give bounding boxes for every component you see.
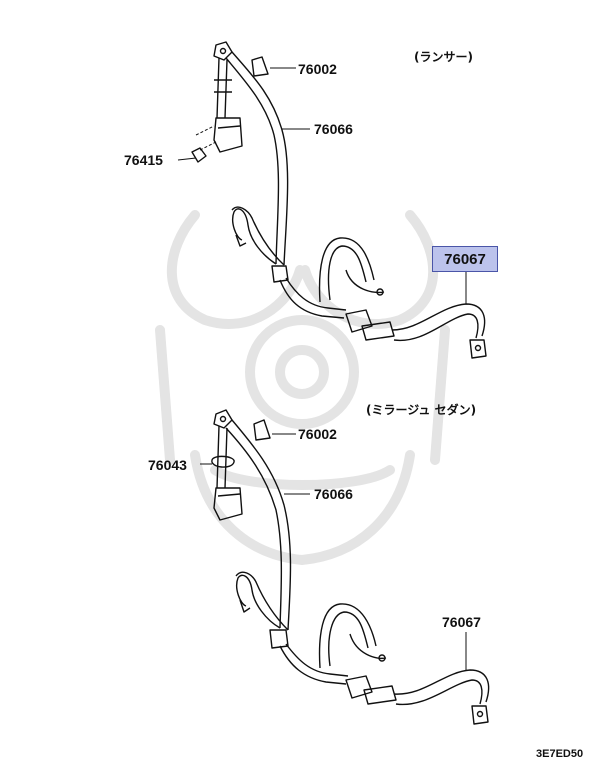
section-title-top: (ランサー) bbox=[414, 50, 473, 64]
part-label-76066-top[interactable]: 76066 bbox=[314, 121, 353, 137]
top-buckle bbox=[345, 309, 373, 333]
bottom-anchor bbox=[213, 409, 233, 429]
top-assembly bbox=[191, 41, 487, 359]
section-title-bottom: (ミラージュ セダン) bbox=[366, 403, 477, 417]
top-buckle-tongue bbox=[271, 265, 289, 283]
part-label-76002-bottom[interactable]: 76002 bbox=[298, 426, 337, 442]
part-label-76067-top-highlighted[interactable]: 76067 bbox=[432, 246, 498, 272]
part-label-76002-top[interactable]: 76002 bbox=[298, 61, 337, 77]
part-label-76067-bottom[interactable]: 76067 bbox=[442, 614, 481, 630]
bottom-retractor bbox=[213, 487, 243, 521]
bottom-cover-76002 bbox=[253, 419, 271, 441]
part-label-76043-bottom[interactable]: 76043 bbox=[148, 457, 187, 473]
bottom-guide-76043 bbox=[211, 455, 235, 468]
top-retractor bbox=[213, 117, 243, 153]
top-bolt-76415 bbox=[191, 147, 207, 163]
part-label-76067-top-text: 76067 bbox=[444, 251, 486, 268]
samurai-helmet-watermark bbox=[155, 210, 450, 565]
top-cover-76002 bbox=[251, 56, 269, 77]
part-label-76066-bottom[interactable]: 76066 bbox=[314, 486, 353, 502]
bottom-assembly bbox=[211, 409, 490, 725]
top-anchor bbox=[213, 41, 233, 61]
bottom-buckle-tongue bbox=[269, 629, 289, 649]
bottom-buckle bbox=[345, 675, 373, 699]
diagram-code: 3E7ED50 bbox=[536, 748, 584, 760]
top-leaders bbox=[177, 67, 467, 304]
part-label-76415-top[interactable]: 76415 bbox=[124, 152, 163, 168]
bottom-leaders bbox=[200, 433, 467, 670]
